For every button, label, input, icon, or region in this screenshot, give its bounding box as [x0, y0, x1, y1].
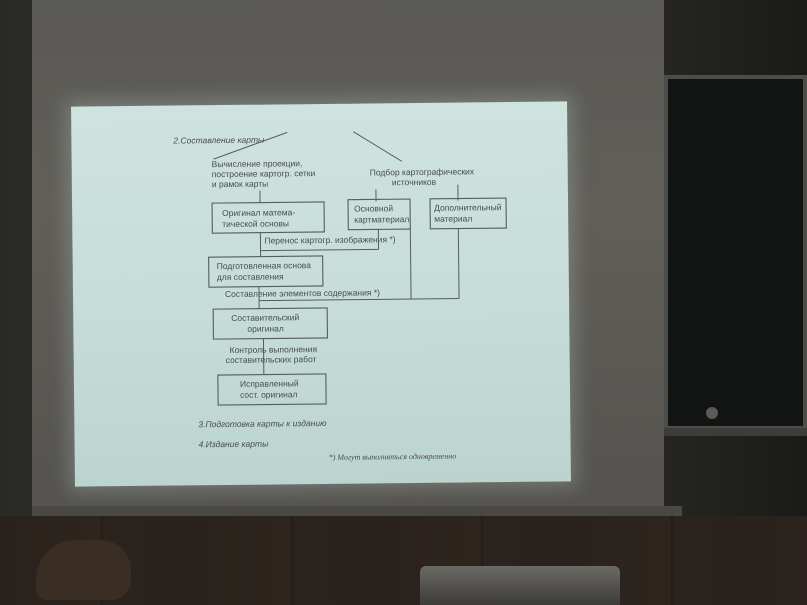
footnote: *) Могут выполняться одновременно: [329, 452, 457, 462]
person-hand: [36, 540, 131, 600]
box-extra-material: [429, 197, 507, 230]
box-corrected-original: [217, 373, 327, 406]
step-calc-line2: построение картогр. сетки: [212, 168, 316, 179]
step-calc-line3: и рамок карты: [212, 179, 269, 190]
projector: [420, 566, 620, 605]
step-calc-line1: Вычисление проекции,: [212, 158, 303, 169]
box-main-line2: картматериал: [354, 214, 409, 225]
screen-rail: [32, 506, 682, 518]
step-select-line2: источников: [392, 177, 437, 187]
box-original-line1: Составительский: [231, 312, 299, 323]
box-main-material: [347, 198, 411, 231]
blackboard: [664, 75, 807, 430]
box-prepared-line2: для составления: [217, 271, 284, 282]
box-extra-line1: Дополнительный: [434, 202, 502, 213]
wood-wall-panels: [0, 516, 807, 605]
label-control-line2: составительских работ: [226, 354, 317, 365]
line-main-long: [409, 229, 412, 300]
box-math-basis: [211, 201, 325, 234]
box-math-line1: Оригинал матема-: [222, 207, 295, 218]
box-corrected-line1: Исправленный: [240, 378, 299, 389]
box-compiler-original: [212, 307, 329, 340]
box-prepared-line1: Подготовленная основа: [217, 260, 312, 271]
label-control-line1: Контроль выполнения: [230, 344, 318, 355]
step-select-line1: Подбор картографических: [370, 166, 475, 177]
flowchart: 2.Составление карты Вычисление проекции,…: [172, 131, 507, 462]
box-math-line2: тической основы: [222, 218, 289, 229]
box-corrected-line2: сост. оригинал: [240, 389, 298, 400]
label-transfer: Перенос картогр. изображения *): [264, 234, 395, 245]
step4: 4.Издание карты: [199, 439, 270, 450]
heading: 2.Составление карты: [172, 135, 265, 146]
label-compose: Составление элементов содержания *): [225, 287, 380, 299]
line-transfer-join: [260, 248, 379, 252]
arrow-to-calc: [213, 131, 288, 160]
blackboard-knob: [706, 407, 718, 419]
line-extra-long: [457, 228, 460, 299]
box-extra-line2: материал: [434, 213, 472, 223]
box-original-line2: оригинал: [247, 323, 284, 333]
line-compose-join: [259, 298, 460, 302]
projected-slide: 2.Составление карты Вычисление проекции,…: [71, 101, 571, 487]
box-prepared-base: [208, 255, 324, 288]
step3: 3.Подготовка карты к изданию: [198, 418, 327, 429]
blackboard-rail: [664, 428, 807, 436]
box-main-line1: Основной: [354, 203, 393, 213]
arrow-to-select: [353, 131, 402, 162]
